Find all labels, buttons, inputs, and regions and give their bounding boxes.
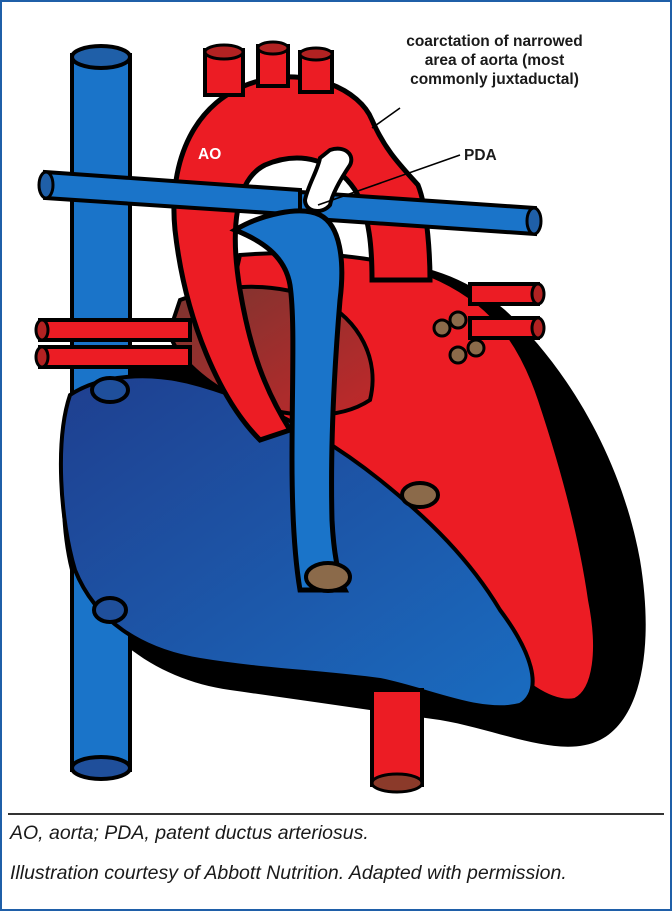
- pda-label: PDA: [464, 146, 497, 165]
- vena-cava-top: [72, 46, 130, 68]
- pulmonary-vein-lower: [40, 347, 190, 367]
- coarctation-callout: coarctation of narrowed area of aorta (m…: [392, 32, 597, 89]
- pulmonary-vein-right-upper: [470, 284, 538, 304]
- tricuspid-opening-lower: [94, 598, 126, 622]
- aorta-label: AO: [198, 146, 221, 164]
- coarctation-line-1: coarctation of narrowed: [392, 32, 597, 51]
- descending-aorta: [372, 690, 422, 785]
- mitral-opening: [402, 483, 438, 507]
- pulmonary-vein-upper: [40, 320, 190, 340]
- pulmonary-vein-right-lower: [470, 318, 538, 338]
- coarctation-line-2: area of aorta (most: [392, 51, 597, 70]
- pulmonary-valve: [306, 563, 350, 591]
- coarctation-pointer: [372, 108, 400, 128]
- caption-divider: [8, 813, 664, 815]
- coarctation-line-3: commonly juxtaductal): [392, 70, 597, 89]
- vena-cava-bottom: [72, 757, 130, 779]
- credit-caption: Illustration courtesy of Abbott Nutritio…: [10, 862, 567, 885]
- tricuspid-opening-upper: [92, 378, 128, 402]
- abbreviations-caption: AO, aorta; PDA, patent ductus arteriosus…: [10, 822, 369, 845]
